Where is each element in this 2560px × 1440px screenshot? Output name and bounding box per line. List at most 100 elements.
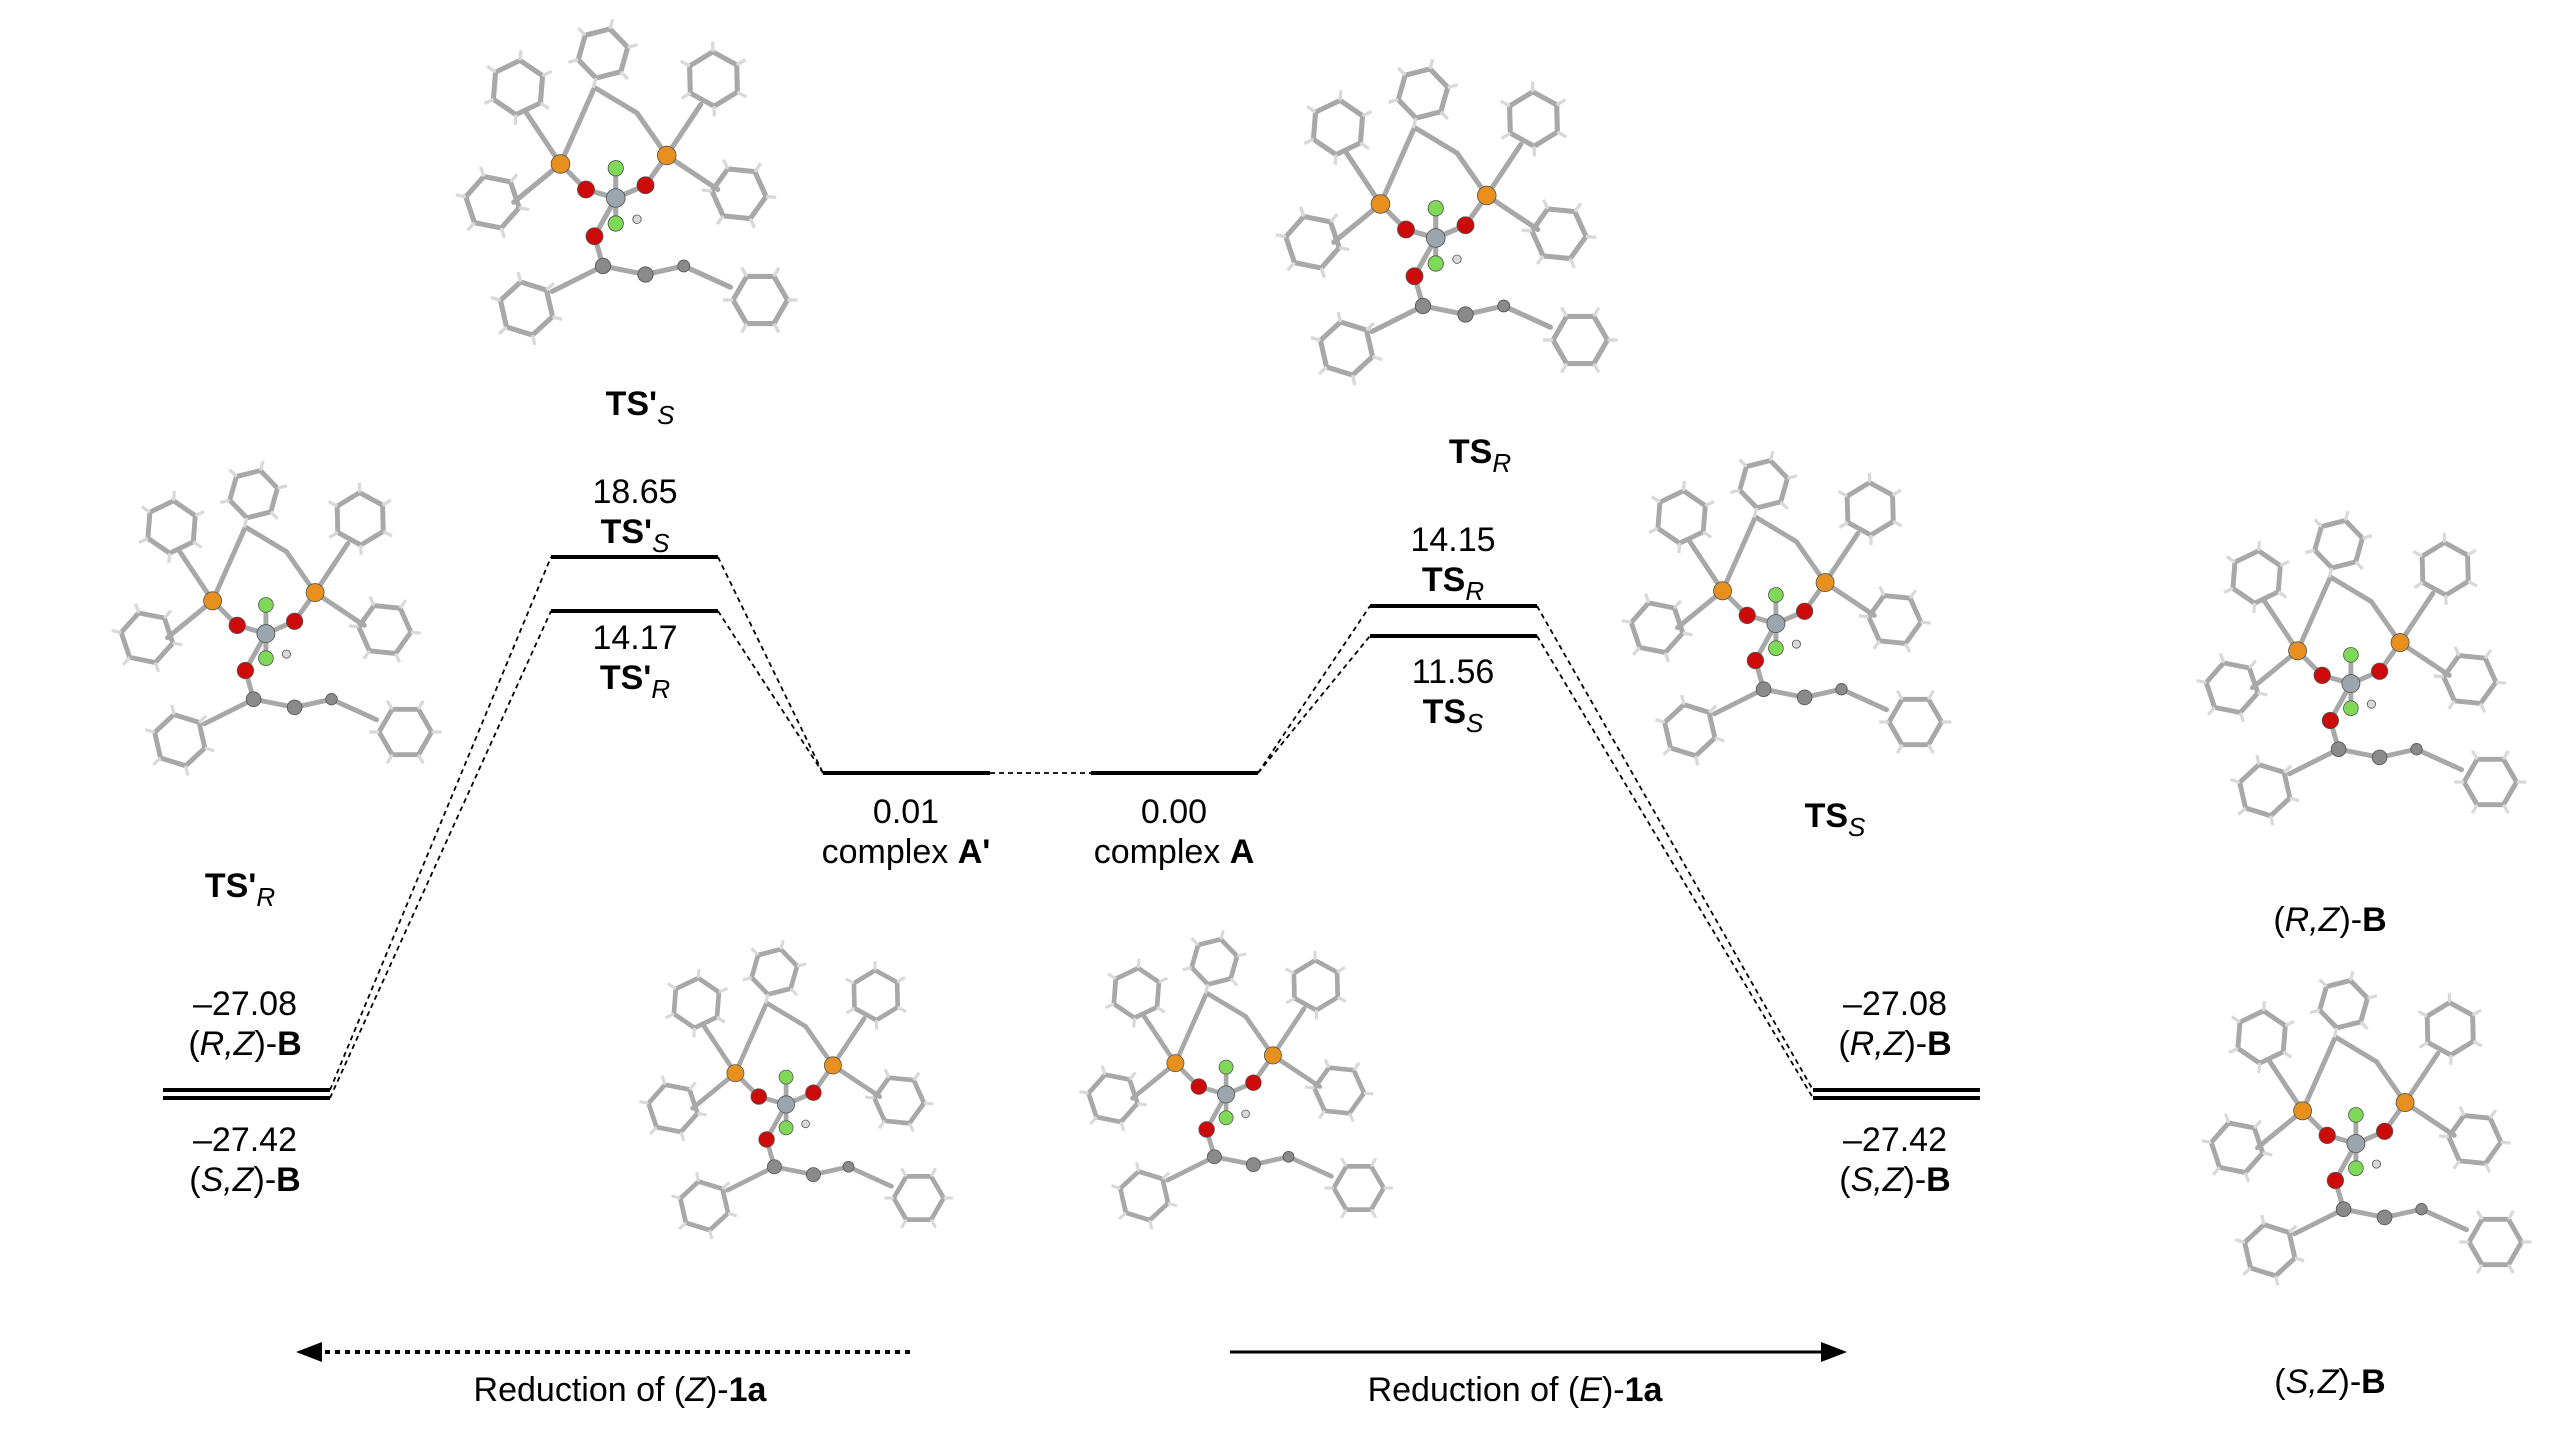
c-h-bond: [2294, 1256, 2305, 1263]
c-h-bond: [1738, 458, 1748, 468]
c-h-bond: [228, 468, 238, 478]
bond: [1675, 588, 1726, 631]
c-h-bond: [2274, 1275, 2280, 1286]
c-h-bond: [2253, 1119, 2263, 1130]
central-atom: [2341, 674, 2361, 694]
c-h-bond: [1680, 694, 1686, 705]
c-h-bond: [695, 1171, 701, 1182]
c-h-bond: [2218, 652, 2226, 664]
connector-b-left-to-tsp-r: [329, 610, 552, 1099]
arrow-caption-right: Reduction of (E)-1a: [1315, 1370, 1715, 1410]
hydrogen-atom: [2371, 1159, 2381, 1169]
bond: [1270, 1053, 1323, 1089]
c-h-bond: [2484, 1162, 2492, 1174]
bond: [549, 263, 606, 295]
c-h-bond: [509, 173, 519, 183]
energy-value: 11.56: [1411, 653, 1495, 691]
c-h-bond: [552, 314, 563, 322]
c-h-bond: [2458, 1105, 2466, 1117]
bond: [511, 161, 564, 205]
phenyl-ring: [2237, 762, 2293, 819]
c-h-bond: [708, 1229, 714, 1240]
c-h-bond: [748, 217, 756, 229]
bond: [1411, 124, 1460, 156]
phosphorus-atom: [1166, 1054, 1185, 1073]
c-h-bond: [1592, 306, 1601, 318]
carbon-atom: [2371, 749, 2388, 766]
carbon-atom: [286, 699, 303, 716]
c-h-bond: [1673, 599, 1683, 610]
c-h-bond: [908, 1122, 915, 1133]
c-h-bond: [1369, 1157, 1378, 1168]
c-h-bond: [1411, 117, 1418, 129]
phosphorus-atom: [550, 154, 571, 174]
c-h-bond: [660, 1075, 667, 1086]
c-h-bond: [1323, 1058, 1331, 1069]
c-h-bond: [900, 1218, 908, 1229]
c-h-bond: [2318, 978, 2328, 988]
c-h-bond: [2500, 1140, 2511, 1145]
energy-value: 18.65: [592, 473, 678, 511]
c-h-bond: [1556, 130, 1568, 139]
bond: [1130, 1060, 1178, 1101]
c-h-bond: [1499, 99, 1511, 108]
c-h-bond: [1107, 972, 1117, 981]
c-h-bond: [2248, 659, 2258, 670]
c-h-bond: [1182, 965, 1193, 972]
c-h-bond: [204, 746, 215, 753]
state-name: B: [1927, 1025, 1952, 1063]
hydrogen-atom: [632, 214, 642, 224]
c-h-bond: [163, 609, 173, 620]
c-h-bond: [2362, 534, 2373, 540]
config: R,Z: [1849, 1025, 1905, 1063]
c-h-bond: [2488, 1109, 2498, 1120]
c-h-bond: [2279, 559, 2290, 568]
c-h-bond: [1654, 717, 1666, 724]
label-complex-a: 0.00 complex A: [1064, 792, 1284, 872]
c-h-bond: [2243, 1172, 2251, 1183]
c-h-bond: [1787, 474, 1798, 480]
c-h-bond: [394, 652, 402, 664]
phenyl-ring: [376, 706, 434, 758]
oxygen-atom: [2375, 1122, 2394, 1140]
c-h-bond: [192, 540, 203, 549]
c-h-bond: [763, 993, 770, 1004]
c-h-bond: [670, 1194, 681, 1200]
c-h-bond: [1229, 977, 1239, 987]
c-h-bond: [410, 630, 421, 635]
c-h-bond: [2242, 1266, 2252, 1276]
c-h-bond: [385, 699, 394, 711]
c-h-bond: [715, 214, 725, 226]
label-b-right-rz: –27.08 (R,Z)-B: [1800, 984, 1990, 1064]
c-h-bond: [923, 1101, 934, 1106]
c-h-bond: [2433, 674, 2444, 679]
c-h-bond: [692, 1027, 697, 1038]
phenyl-ring: [2461, 756, 2519, 808]
c-h-bond: [2257, 1063, 2262, 1074]
c-h-bond: [2343, 510, 2350, 521]
c-h-bond: [2255, 754, 2261, 765]
c-h-bond: [153, 662, 161, 673]
c-h-bond: [1303, 137, 1315, 146]
c-h-bond: [740, 266, 749, 278]
c-h-bond: [1089, 1115, 1098, 1126]
c-h-bond: [2501, 749, 2510, 761]
bond: [664, 101, 704, 159]
c-h-bond: [1190, 937, 1200, 947]
oxygen-atom: [1190, 1078, 1207, 1095]
config: S,Z: [200, 1161, 254, 1199]
c-h-bond: [1137, 1101, 1147, 1107]
c-h-bond: [2466, 548, 2477, 557]
hydrogen-atom: [281, 649, 291, 659]
c-h-bond: [2196, 678, 2207, 685]
c-h-bond: [1340, 1157, 1348, 1168]
bond: [1369, 303, 1426, 335]
bond: [681, 263, 734, 290]
phosphorus-atom: [1370, 194, 1391, 214]
phenyl-ring: [687, 49, 740, 109]
c-h-bond: [877, 1119, 886, 1130]
c-h-bond: [1428, 58, 1435, 70]
phenyl-ring: [2230, 548, 2283, 606]
c-h-bond: [1132, 1017, 1137, 1028]
c-h-bond: [518, 50, 523, 61]
